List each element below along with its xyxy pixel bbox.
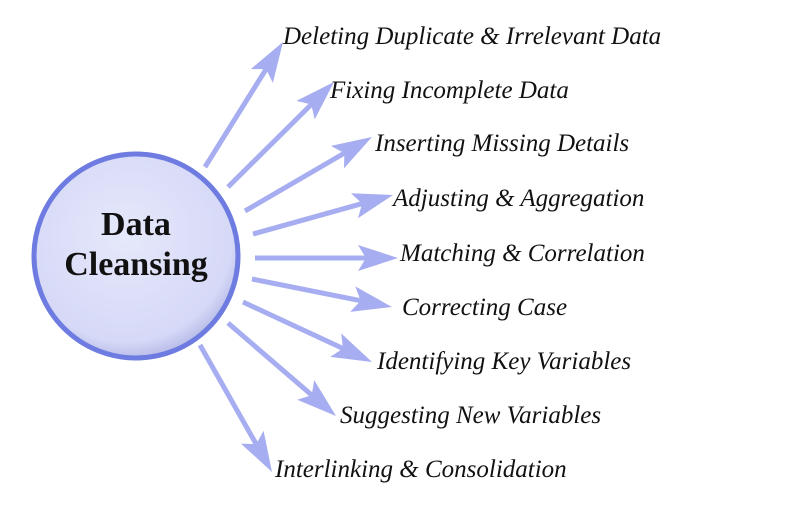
arrow-head: [296, 82, 334, 120]
arrow-head: [330, 137, 372, 169]
arrow-head: [250, 42, 283, 83]
center-circle: [31, 151, 241, 361]
arrow-shaft: [241, 299, 345, 351]
arrow-5: [255, 245, 398, 271]
arrow-6: [251, 276, 392, 312]
arrow-8: [226, 321, 336, 416]
arrow-4: [252, 193, 393, 237]
arrow-7: [241, 299, 372, 362]
arrow-head: [358, 245, 398, 271]
step-label: Interlinking & Consolidation: [275, 456, 567, 483]
step-label: Deleting Duplicate & Irrelevant Data: [283, 23, 662, 50]
step-label: Suggesting New Variables: [340, 402, 602, 429]
arrow-head: [240, 430, 272, 472]
step-label: Correcting Case: [402, 294, 568, 321]
arrow-shaft: [243, 150, 346, 214]
arrow-3: [243, 137, 372, 214]
step-label: Inserting Missing Details: [375, 130, 630, 157]
arrow-head: [350, 286, 392, 312]
arrow-head: [297, 380, 336, 416]
step-label: Identifying Key Variables: [377, 348, 632, 375]
step-label: Matching & Correlation: [400, 240, 645, 267]
center-title: Data Cleansing: [32, 205, 240, 285]
step-label: Adjusting & Aggregation: [393, 185, 645, 212]
center-title-line2: Cleansing: [64, 246, 208, 283]
arrow-shaft: [226, 102, 314, 189]
arrow-shaft: [202, 67, 269, 169]
arrow-1: [202, 42, 283, 169]
arrow-shaft: [226, 321, 314, 398]
step-label: Fixing Incomplete Data: [330, 77, 569, 104]
arrow-2: [226, 82, 334, 189]
arrow-9: [197, 343, 272, 472]
arrow-head: [350, 193, 393, 219]
arrow-head: [330, 333, 372, 362]
arrow-shaft: [197, 343, 259, 446]
center-title-line1: Data: [101, 206, 171, 243]
arrow-shaft: [251, 276, 362, 304]
arrow-shaft: [252, 201, 363, 237]
